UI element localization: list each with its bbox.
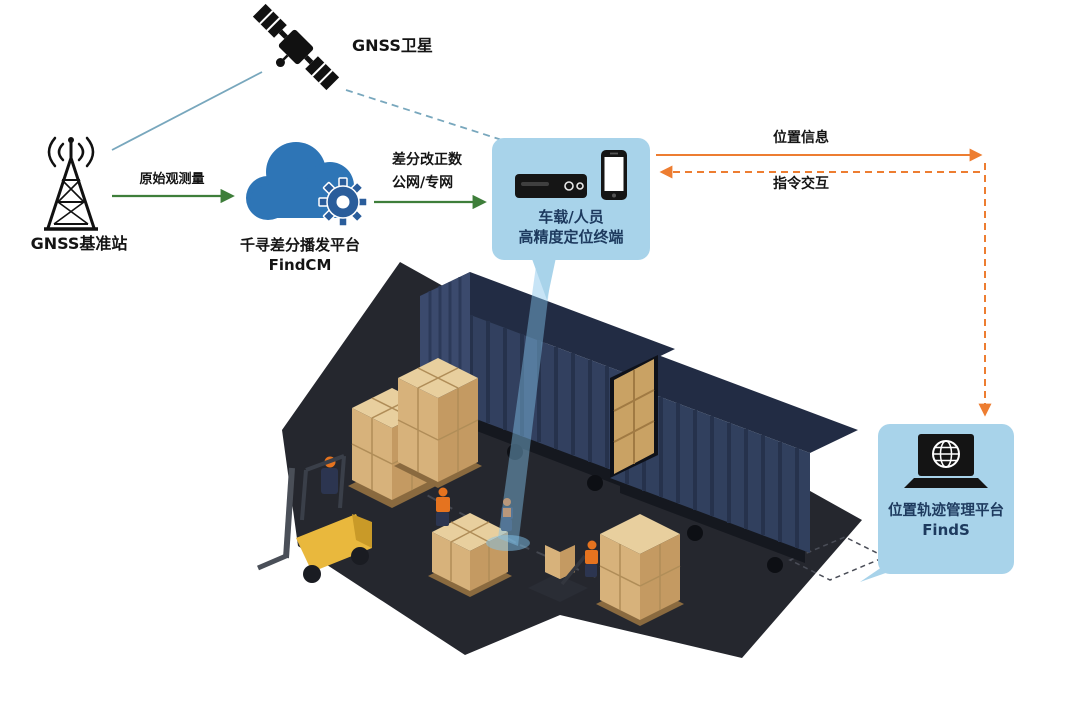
- smartphone-icon: [601, 150, 627, 200]
- box-stack-front-right: [596, 514, 684, 626]
- forklift: [257, 454, 372, 583]
- ground-zone-outline: [788, 536, 887, 581]
- signal-waves-left: [47, 136, 65, 168]
- worker-under-beam: [501, 498, 513, 531]
- box-stack-front-center: [428, 513, 512, 597]
- gear-icon: [318, 177, 368, 227]
- laptop-globe-icon: [904, 434, 988, 488]
- antenna-tower-icon: [44, 136, 98, 231]
- gnss-satellite-icon: [252, 3, 340, 91]
- satellite-basestation-link: [111, 71, 263, 151]
- mgmt-platform-name: FindS: [922, 520, 970, 539]
- terminal-label-line1: 车载/人员: [538, 208, 604, 226]
- satellite-label: GNSS卫星: [352, 36, 433, 55]
- pallet-jack-worker: [528, 540, 598, 602]
- terminal-panel: 车载/人员 高精度定位终端: [492, 138, 650, 260]
- cloud-platform-name: FindCM: [268, 256, 332, 274]
- positioning-beam: [498, 266, 552, 546]
- position-info-label: 位置信息: [773, 130, 829, 146]
- container-right: [610, 355, 858, 573]
- beam-glow: [486, 535, 530, 551]
- satellite-terminal-link: [345, 89, 503, 141]
- worker-center: [436, 487, 450, 526]
- raw-observation-label: 原始观测量: [139, 172, 205, 187]
- vehicle-receiver-icon: [515, 174, 587, 198]
- command-label: 指令交互: [773, 176, 829, 192]
- terminal-label-line2: 高精度定位终端: [518, 227, 624, 246]
- finds-panel: 位置轨迹管理平台 FindS: [878, 424, 1014, 574]
- correction-label-line2: 公网/专网: [392, 175, 454, 191]
- cloud-platform-label: 千寻差分播发平台: [239, 236, 360, 254]
- box-stack-tall-right: [394, 358, 482, 488]
- terminal-panel-tail: [528, 248, 558, 300]
- warehouse-scene: [257, 262, 887, 658]
- mgmt-platform-label: 位置轨迹管理平台: [888, 503, 1004, 519]
- signal-waves-right: [77, 136, 95, 168]
- correction-label-line1: 差分改正数: [392, 152, 462, 168]
- base-station-label: GNSS基准站: [30, 234, 128, 253]
